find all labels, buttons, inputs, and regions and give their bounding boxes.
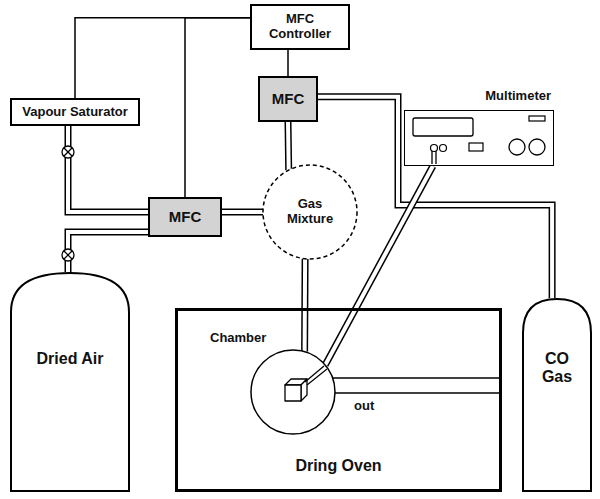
- node-label: MFC: [272, 90, 305, 107]
- control-wire: [288, 50, 289, 76]
- outlet-pipe: [333, 378, 502, 393]
- chamber-circle: Chamber: [250, 349, 336, 435]
- mfc-box: MFC: [258, 76, 318, 122]
- node-label: Dried Air: [37, 350, 104, 368]
- gas-pipe: [68, 232, 148, 272]
- valve-symbol: [62, 249, 74, 261]
- node-label: MFC Controller: [260, 12, 340, 42]
- saturator-box: Vapour Saturator: [10, 98, 140, 126]
- control-wire: [75, 18, 250, 98]
- oven-box: Dring Oven Chamber: [175, 308, 502, 492]
- gas-pipe: [304, 259, 306, 352]
- gas-cylinder: Dried Air: [10, 272, 130, 492]
- node-label: MFC: [169, 208, 202, 225]
- sample-cube: [285, 379, 307, 401]
- valve-symbol: [62, 146, 74, 158]
- node-label: CO Gas: [532, 350, 582, 387]
- gas-cylinder: CO Gas: [522, 298, 592, 492]
- multimeter-box: Multimeter: [404, 110, 554, 166]
- node-label: Multimeter: [485, 89, 551, 104]
- circle-outline: [250, 349, 336, 435]
- gas-mixture-circle: Gas Mixture: [262, 164, 358, 260]
- label-holder: out: [353, 396, 375, 414]
- cylinder-outline: [522, 298, 592, 492]
- cylinder-outline: [10, 272, 130, 492]
- node-label: Dring Oven: [295, 457, 381, 475]
- control-wire: [185, 18, 250, 197]
- multimeter-face: [405, 111, 552, 164]
- controller-box: MFC Controller: [250, 4, 350, 50]
- node-label: Vapour Saturator: [22, 105, 127, 120]
- port-label: out: [353, 398, 375, 413]
- gas-pipe: [222, 212, 263, 213]
- node-label: Gas Mixture: [275, 197, 345, 227]
- gas-pipe: [288, 122, 290, 170]
- mfc-box: MFC: [148, 197, 222, 237]
- gas-pipe: [68, 126, 148, 212]
- node-label: Chamber: [210, 331, 266, 346]
